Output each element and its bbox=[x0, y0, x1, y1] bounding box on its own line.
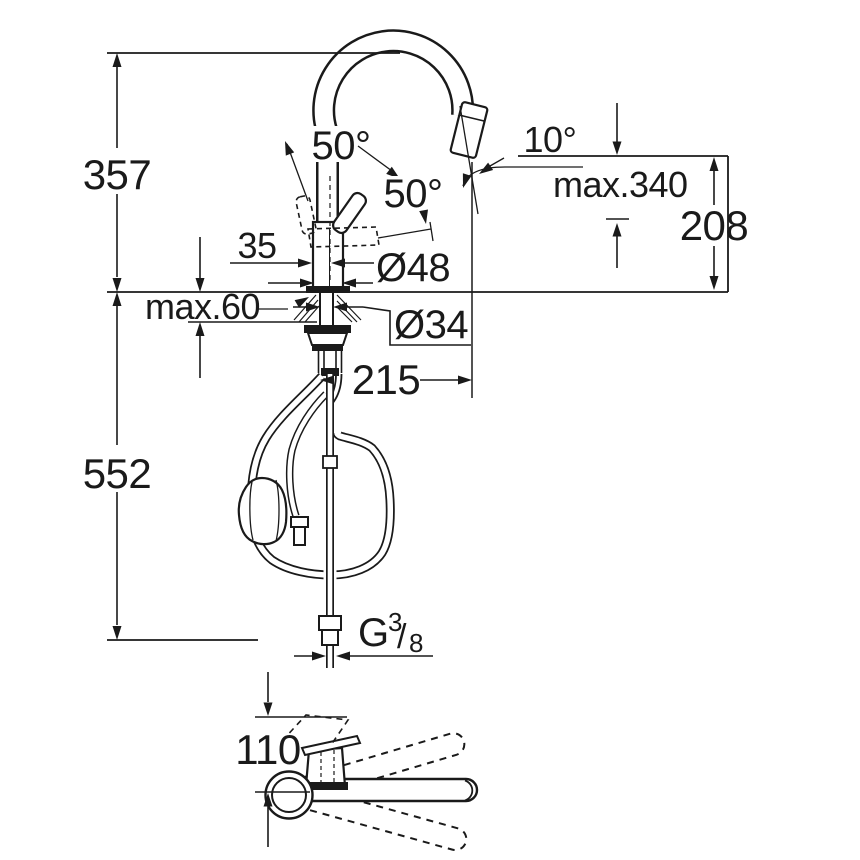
dim-50deg-2: 50° bbox=[381, 172, 445, 224]
mounting-shank bbox=[319, 293, 334, 325]
dim-max340: max.340 bbox=[553, 103, 688, 268]
hose-mid-fitting bbox=[322, 455, 338, 469]
dim-max60-arrows bbox=[195, 278, 205, 336]
dim-208-arrows bbox=[709, 157, 719, 290]
dim-o48-label: Ø48 bbox=[376, 246, 450, 290]
dim-50deg1-label: 50° bbox=[312, 124, 371, 168]
side-body-inner-dashed bbox=[320, 750, 335, 784]
dim-o48-arrows bbox=[300, 278, 356, 288]
dim-max60: max.60 bbox=[145, 237, 317, 378]
tailpieces bbox=[317, 351, 343, 373]
side-top-plate bbox=[300, 734, 362, 757]
dim-o48: Ø48 bbox=[268, 246, 451, 290]
dim-max60-label: max.60 bbox=[145, 286, 260, 327]
dim-50deg2-label: 50° bbox=[384, 172, 443, 216]
connector-fitting-upper bbox=[290, 516, 309, 528]
dim-50deg1-arrow-left bbox=[285, 141, 295, 156]
dim-max60-leader-arrow bbox=[294, 297, 309, 308]
thread-label-slash: / bbox=[397, 618, 407, 656]
dim-50deg-1: 50° bbox=[285, 124, 400, 202]
connector-fitting-lower bbox=[293, 526, 306, 546]
dim-g38: G 3 / 8 bbox=[294, 607, 433, 661]
dim-g38-arrows bbox=[312, 651, 350, 661]
dim-35-label: 35 bbox=[237, 225, 276, 266]
dim-110-label: 110 bbox=[235, 726, 300, 773]
handle-extension-line bbox=[377, 221, 434, 242]
dim-35: 35 bbox=[230, 225, 374, 268]
dim-552-label: 552 bbox=[83, 450, 152, 497]
spray-axis-line bbox=[459, 105, 479, 215]
dim-50deg1-arrow-right bbox=[386, 166, 400, 179]
dim-max340-arrow-down bbox=[612, 141, 622, 155]
thread-label-numerator: 3 bbox=[388, 607, 402, 637]
dim-max340-label: max.340 bbox=[553, 164, 688, 205]
dim-50deg2-arrow bbox=[419, 209, 428, 224]
connector-hose-core bbox=[287, 392, 328, 517]
backnut bbox=[304, 325, 351, 333]
side-body-flange bbox=[302, 782, 348, 790]
dim-o34-arrows bbox=[306, 302, 347, 312]
dim-215: 215 bbox=[320, 292, 473, 403]
spray-head-seam bbox=[458, 114, 485, 122]
handle-dashed-flat bbox=[307, 226, 380, 248]
dim-10deg-arrow bbox=[462, 173, 472, 188]
dim-357: 357 bbox=[83, 53, 152, 292]
thread-label-denominator: 8 bbox=[409, 628, 423, 658]
main-view: 357 552 max.60 35 Ø48 bbox=[83, 29, 749, 668]
washer-band bbox=[312, 345, 343, 351]
dim-o34: Ø34 bbox=[293, 302, 471, 347]
handle-dashed-up bbox=[295, 195, 317, 235]
dim-208: 208 bbox=[680, 157, 749, 290]
dim-50deg1-leader-right bbox=[357, 145, 393, 172]
thread-label-g: G bbox=[358, 611, 389, 655]
supply-hose-loop-outline bbox=[246, 372, 395, 580]
supply-hose-loop-core bbox=[248, 374, 394, 578]
label-halo-50-2 bbox=[381, 176, 445, 210]
dim-10deg: 10° bbox=[462, 119, 583, 188]
dim-110-ticks bbox=[255, 716, 347, 793]
spout-tube-core bbox=[314, 31, 472, 226]
dim-35-arrows bbox=[298, 258, 345, 268]
dim-357-label: 357 bbox=[83, 151, 152, 198]
dim-max340-arrow-up bbox=[612, 223, 622, 237]
faucet-body bbox=[311, 220, 345, 293]
pivot-inner-circle bbox=[271, 777, 307, 813]
hose-weight-detail bbox=[249, 479, 280, 542]
dim-208-label: 208 bbox=[680, 202, 749, 249]
dim-o34-box bbox=[362, 306, 471, 346]
dim-215-label: 215 bbox=[352, 356, 421, 403]
g38-nut-upper bbox=[318, 615, 342, 631]
bottom-view: 110 bbox=[235, 672, 479, 852]
label-halo-50-1 bbox=[305, 126, 377, 162]
lever-arm-cap-line bbox=[464, 779, 474, 802]
dim-10deg-label: 10° bbox=[524, 119, 577, 160]
dim-10deg-arrow2 bbox=[479, 162, 494, 174]
g38-nut-lower bbox=[321, 629, 339, 646]
dim-552: 552 bbox=[83, 292, 152, 640]
dim-10deg-shaft2 bbox=[489, 157, 505, 167]
backnut-cone bbox=[306, 332, 349, 346]
spray-head bbox=[449, 101, 489, 159]
handle-solid bbox=[331, 191, 368, 235]
dim-max340-tee bbox=[606, 218, 629, 268]
dim-110: 110 bbox=[235, 672, 347, 847]
dim-o34-label: Ø34 bbox=[394, 303, 468, 347]
tailpiece-joint bbox=[321, 368, 339, 376]
escutcheon bbox=[306, 286, 350, 293]
